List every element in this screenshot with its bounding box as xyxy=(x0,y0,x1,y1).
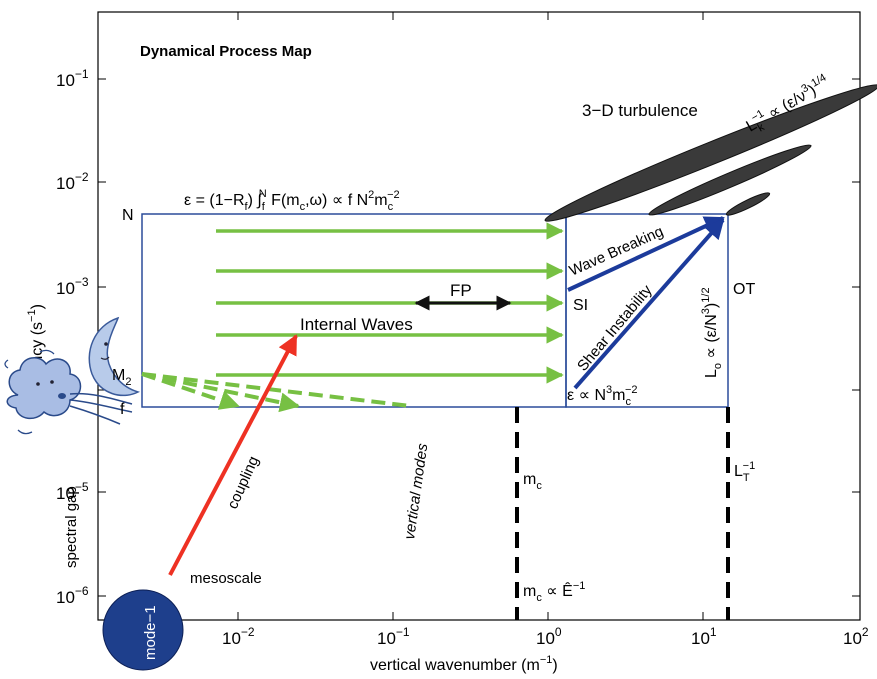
y-tick-label: 10−2 xyxy=(56,170,89,193)
label-spectral-gap: spectral gap xyxy=(63,486,80,568)
diagram-title: Dynamical Process Map xyxy=(140,43,312,60)
annotations: N M2 f Internal Waves FP SI OT 3−D turbu… xyxy=(63,72,828,604)
turbulence-ellipses xyxy=(544,84,877,222)
label-shear-instability: Shear Instability xyxy=(574,282,656,375)
equation-eps-scaling: ε ∝ N3mc−2 xyxy=(567,384,638,408)
label-lt: LT−1 xyxy=(734,460,755,484)
turbulence-box xyxy=(565,213,729,408)
x-tick-label: 10−1 xyxy=(377,625,410,648)
mode1-label: mode−1 xyxy=(142,605,159,660)
energy-cascade-arrows xyxy=(216,222,564,384)
internal-wave-box xyxy=(141,213,567,408)
label-fp: FP xyxy=(450,281,472,300)
x-tick-label: 101 xyxy=(691,625,717,648)
x-tick-marks xyxy=(237,12,704,620)
turbulence-ellipse-large xyxy=(544,84,877,222)
turbulence-ellipse-small xyxy=(725,192,771,216)
label-mc-relation: mc ∝ Ê−1 xyxy=(523,580,585,604)
label-M2: M2 xyxy=(112,367,131,388)
label-si: SI xyxy=(573,297,588,314)
tidal-arrow xyxy=(141,372,240,410)
label-N: N xyxy=(122,207,134,224)
turbulence-ellipse-mid xyxy=(648,144,812,216)
moon-icon xyxy=(88,316,141,397)
tidal-arrow xyxy=(141,372,411,408)
tidal-dashed-arrows xyxy=(141,372,411,413)
label-ot: OT xyxy=(733,281,755,298)
label-vertical-modes: vertical modes xyxy=(401,442,431,541)
label-mesoscale: mesoscale xyxy=(190,570,262,587)
y-tick-labels: 10−6 10−5 10−3 10−2 10−1 xyxy=(56,67,89,607)
label-internal-waves: Internal Waves xyxy=(300,315,413,334)
shear-instability-arrow xyxy=(573,218,725,390)
x-axis-label: vertical wavenumber (m−1) xyxy=(370,654,558,674)
wind-cloud-icon xyxy=(4,349,133,435)
coupling-arrow xyxy=(168,334,298,576)
equation-ozmidov: Lo ∝ (ε/N3)1/2 xyxy=(700,287,724,378)
x-tick-label: 100 xyxy=(536,625,562,648)
wave-breaking-arrow xyxy=(567,216,725,292)
y-tick-label: 10−5 xyxy=(56,480,89,503)
label-3d-turbulence: 3−D turbulence xyxy=(582,101,698,120)
y-tick-label: 10−1 xyxy=(56,67,89,90)
y-tick-label: 10−3 xyxy=(56,275,89,298)
x-tick-labels: 10−2 10−1 100 101 102 xyxy=(222,625,869,648)
x-tick-label: 102 xyxy=(843,625,869,648)
x-tick-label: 10−2 xyxy=(222,625,255,648)
label-mc: mc xyxy=(523,471,542,492)
plot-frame xyxy=(97,11,861,621)
y-tick-label: 10−6 xyxy=(56,584,89,607)
tidal-arrow xyxy=(141,372,300,413)
label-f: f xyxy=(120,401,125,418)
mode1-circle xyxy=(102,589,184,671)
y-tick-marks xyxy=(98,78,860,597)
equation-dissipation: ε = (1−Rf) ∫fN F(mc,ω) ∝ f N2mc−2 xyxy=(184,188,400,213)
